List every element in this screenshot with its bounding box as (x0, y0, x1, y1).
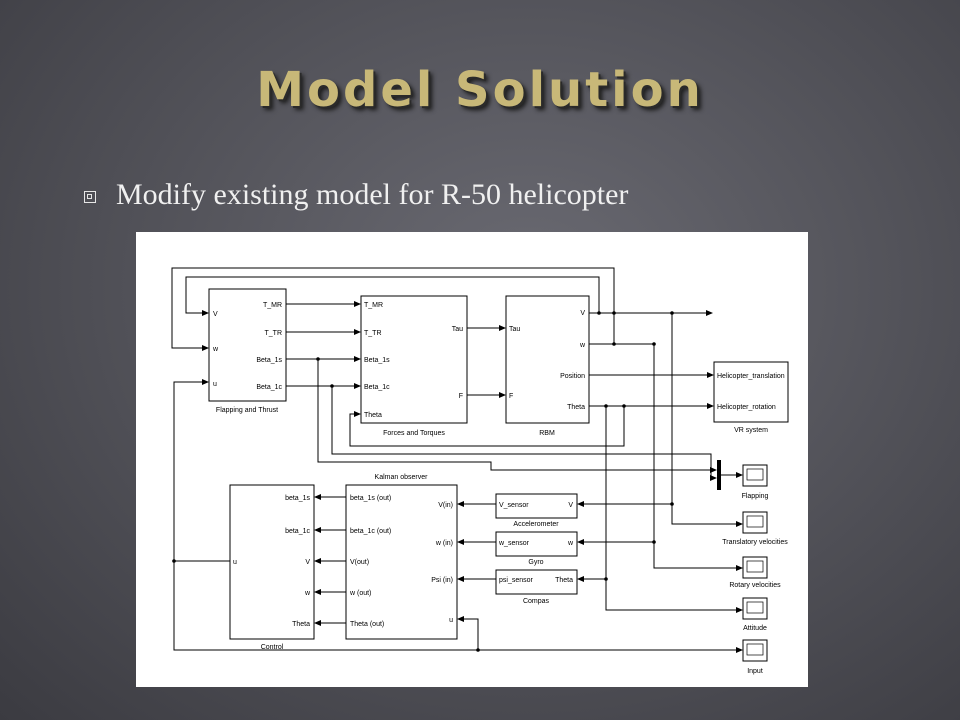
accelerometer-port-left: V_sensor (499, 502, 529, 509)
scope-input[interactable]: Input (742, 639, 768, 675)
flapping-in-w: w (212, 346, 219, 353)
forces-torques-block[interactable]: T_MR T_TR Beta_1s Beta_1c Theta Tau F Fo… (360, 295, 468, 437)
scope-flapping[interactable]: Flapping (742, 464, 769, 500)
vr-block-label: VR system (734, 427, 768, 434)
compas-port-left: psi_sensor (499, 577, 534, 584)
rbm-block[interactable]: Tau F V w Position Theta RBM (505, 295, 590, 437)
scope-attitude[interactable]: Attitude (742, 597, 768, 632)
scope-translatory-label: Translatory velocities (722, 539, 788, 546)
vr-system-block[interactable]: Helicopter_translation Helicopter_rotati… (713, 361, 789, 434)
gyro-block-label: Gyro (528, 559, 543, 566)
flapping-in-u: u (213, 381, 217, 388)
flapping-thrust-block[interactable]: V w u T_MR T_TR Beta_1s Beta_1c Flapping… (208, 288, 287, 414)
mux-block[interactable] (717, 460, 721, 490)
kalman-observer-block[interactable]: beta_1s (out) beta_1c (out) V(out) w (ou… (345, 474, 458, 640)
vr-in-rotation: Helicopter_rotation (717, 404, 776, 411)
control-block-label: Control (261, 644, 284, 651)
control-block[interactable]: beta_1s beta_1c V w Theta u Control (229, 484, 315, 651)
gyro-port-left: w_sensor (498, 540, 530, 547)
square-bullet-icon (84, 191, 96, 203)
control-in-beta1s: beta_1s (285, 495, 310, 502)
control-in-theta: Theta (292, 621, 310, 628)
forces-in-beta1s: Beta_1s (364, 357, 390, 364)
kalman-port-w-in: w (in) (435, 540, 453, 547)
scope-flapping-label: Flapping (742, 493, 769, 500)
vr-in-translation: Helicopter_translation (717, 373, 785, 380)
rbm-in-tau: Tau (509, 326, 520, 333)
rbm-out-position: Position (560, 373, 585, 380)
forces-in-theta: Theta (364, 412, 382, 419)
compas-port-right: Theta (555, 577, 573, 584)
accelerometer-port-right: V (568, 502, 573, 509)
scope-rotary[interactable]: Rotary velocities (729, 556, 781, 589)
bullet-item: Modify existing model for R-50 helicopte… (84, 178, 628, 212)
rbm-in-f: F (509, 393, 513, 400)
flapping-in-v: V (213, 311, 218, 318)
forces-out-f: F (459, 393, 463, 400)
accelerometer-block-label: Accelerometer (513, 521, 559, 528)
rbm-out-v: V (580, 310, 585, 317)
flapping-out-beta1s: Beta_1s (256, 357, 282, 364)
flapping-out-beta1c: Beta_1c (256, 384, 282, 391)
kalman-port-theta-out: Theta (out) (350, 621, 384, 628)
flapping-out-ttr: T_TR (265, 330, 283, 337)
kalman-port-v-out: V(out) (350, 559, 369, 566)
rbm-out-w: w (579, 342, 586, 349)
forces-in-tmr: T_MR (364, 302, 383, 309)
accelerometer-block[interactable]: V_sensor V Accelerometer (495, 493, 578, 528)
control-in-beta1c: beta_1c (285, 528, 310, 535)
kalman-port-w-out: w (out) (349, 590, 371, 597)
scope-rotary-label: Rotary velocities (729, 582, 781, 589)
kalman-block-label: Kalman observer (375, 474, 429, 481)
flapping-out-tmr: T_MR (263, 302, 282, 309)
bullet-text: Modify existing model for R-50 helicopte… (116, 178, 629, 211)
scope-translatory[interactable]: Translatory velocities (722, 511, 788, 546)
kalman-port-psi-in: Psi (in) (431, 577, 453, 584)
slide-title: Model Solution (256, 62, 704, 118)
rbm-block-label: RBM (539, 430, 555, 437)
forces-in-ttr: T_TR (364, 330, 382, 337)
gyro-block[interactable]: w_sensor w Gyro (495, 531, 578, 566)
rbm-out-theta: Theta (567, 404, 585, 411)
simulink-diagram: V w u T_MR T_TR Beta_1s Beta_1c Flapping… (136, 232, 808, 687)
compas-block-label: Compas (523, 598, 550, 605)
control-out-u: u (233, 559, 237, 566)
signal-lines (171, 267, 743, 653)
kalman-port-u: u (449, 617, 453, 624)
gyro-port-right: w (567, 540, 574, 547)
forces-block-label: Forces and Torques (383, 430, 445, 437)
kalman-port-beta1s-out: beta_1s (out) (350, 495, 391, 502)
kalman-port-beta1c-out: beta_1c (out) (350, 528, 391, 535)
compas-block[interactable]: psi_sensor Theta Compas (495, 569, 578, 605)
scope-attitude-label: Attitude (743, 625, 767, 632)
kalman-port-v-in: V(in) (438, 502, 453, 509)
control-in-v: V (305, 559, 310, 566)
control-in-w: w (304, 590, 311, 597)
forces-out-tau: Tau (452, 326, 463, 333)
forces-in-beta1c: Beta_1c (364, 384, 390, 391)
flapping-block-label: Flapping and Thrust (216, 407, 278, 414)
scope-input-label: Input (747, 668, 763, 675)
